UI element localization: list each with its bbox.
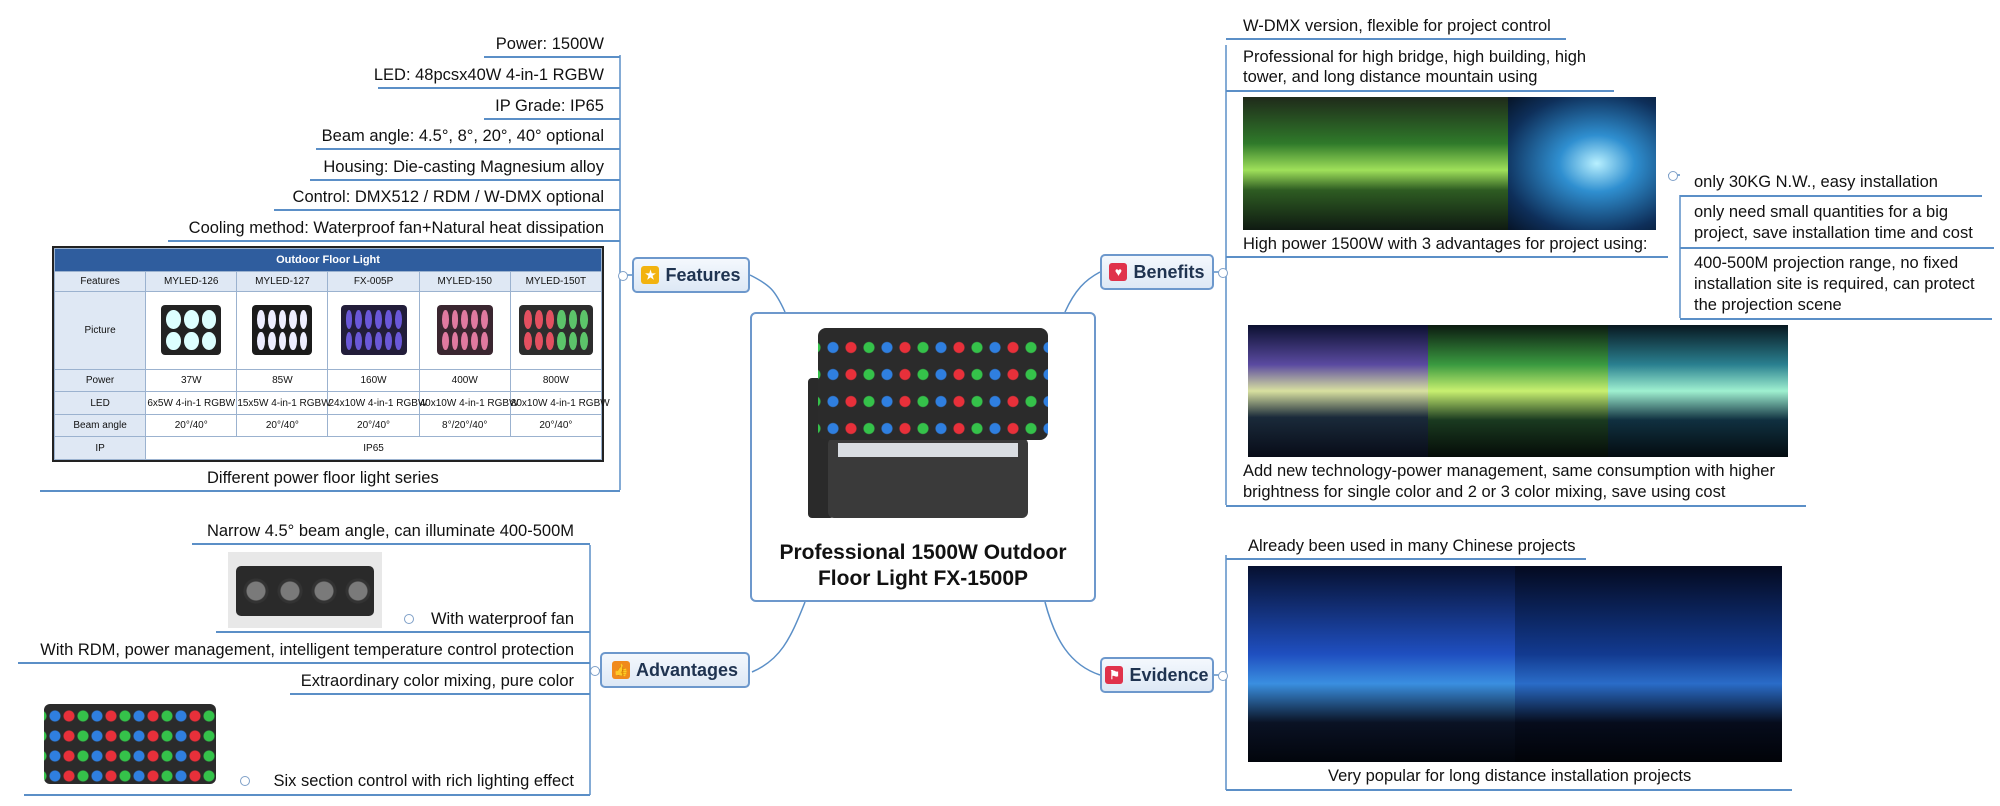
benefit-sub-item: project, save installation time and cost xyxy=(1694,224,1973,242)
benefit-sub-item: 400-500M projection range, no fixed xyxy=(1694,254,1959,272)
table-header-cell: Features xyxy=(53,270,147,293)
table-cell: 20°/40° xyxy=(327,413,420,438)
benefits-label: Benefits xyxy=(1133,261,1205,282)
table-cell: 85W xyxy=(236,368,329,393)
features-node[interactable]: ★ Features xyxy=(632,257,750,293)
feature-item: Control: DMX512 / RDM / W-DMX optional xyxy=(292,188,604,206)
table-cell: 20°/40° xyxy=(145,413,238,438)
table-row-label: Power xyxy=(53,368,147,393)
central-topic[interactable]: Professional 1500W Outdoor Floor Light F… xyxy=(750,312,1096,602)
benefit-item: tower, and long distance mountain using xyxy=(1243,68,1538,86)
table-row-label: LED xyxy=(53,391,147,415)
thumbs-up-icon: 👍 xyxy=(611,661,630,679)
table-row-label: Picture xyxy=(53,291,147,370)
fan-collapse-toggle[interactable] xyxy=(404,614,414,624)
evidence-item: Already been used in many Chinese projec… xyxy=(1248,537,1576,555)
benefit-sub-item: only need small quantities for a big xyxy=(1694,203,1949,221)
table-header-cell: MYLED-150 xyxy=(418,270,511,293)
evidence-collapse-toggle[interactable] xyxy=(1218,671,1228,681)
table-header-cell: FX-005P xyxy=(327,270,420,293)
features-label: Features xyxy=(665,264,741,285)
benefit-item: W-DMX version, flexible for project cont… xyxy=(1243,17,1551,35)
feature-item-series: Different power floor light series xyxy=(207,469,439,487)
table-cell: 37W xyxy=(145,368,238,393)
advantage-item: With waterproof fan xyxy=(430,610,574,628)
evidence-node[interactable]: ⚑ Evidence xyxy=(1100,657,1214,693)
benefit-sub-item: installation site is required, can prote… xyxy=(1694,275,1975,293)
six-section-light-image xyxy=(34,704,224,792)
table-cell: 20°/40° xyxy=(509,413,603,438)
benefits-node[interactable]: ♥ Benefits xyxy=(1100,254,1214,290)
table-cell: 20°/40° xyxy=(236,413,329,438)
central-title-line1: Professional 1500W Outdoor xyxy=(779,541,1067,564)
benefit-sub-item: the projection scene xyxy=(1694,296,1842,314)
central-title: Professional 1500W Outdoor Floor Light F… xyxy=(752,540,1094,592)
product-image xyxy=(509,291,603,370)
pavilion-night-photo xyxy=(1248,566,1782,762)
advantage-item: With RDM, power management, intelligent … xyxy=(40,641,574,659)
central-title-line2: Floor Light FX-1500P xyxy=(817,567,1029,590)
floor-light-image xyxy=(798,328,1048,528)
advantage-item: Extraordinary color mixing, pure color xyxy=(300,672,574,690)
feature-item: Beam angle: 4.5°, 8°, 20°, 40° optional xyxy=(321,127,604,145)
table-cell: 15x5W 4-in-1 RGBW xyxy=(236,391,331,415)
product-image xyxy=(418,291,511,370)
benefit-item: Professional for high bridge, high build… xyxy=(1243,48,1587,66)
feature-item: Power: 1500W xyxy=(495,35,604,53)
feature-item: IP Grade: IP65 xyxy=(495,97,604,115)
table-header-cell: MYLED-150T xyxy=(509,270,603,293)
advantage-item: Narrow 4.5° beam angle, can illuminate 4… xyxy=(206,522,574,540)
flag-icon: ⚑ xyxy=(1105,666,1124,684)
waterproof-fan-image xyxy=(228,552,382,628)
table-cell: 40x10W 4-in-1 RGBW xyxy=(418,391,519,415)
table-cell: IP65 xyxy=(145,436,602,460)
floor-light-series-table: Outdoor Floor Light Features MYLED-126 M… xyxy=(52,246,610,462)
feature-item: LED: 48pcsx40W 4-in-1 RGBW xyxy=(373,66,604,84)
table-cell: 400W xyxy=(418,368,511,393)
advantage-item: Six section control with rich lighting e… xyxy=(273,772,574,790)
evidence-item: Very popular for long distance installat… xyxy=(1328,767,1692,785)
table-cell: 800W xyxy=(509,368,603,393)
product-image xyxy=(327,291,420,370)
product-image xyxy=(236,291,329,370)
product-image xyxy=(145,291,238,370)
star-icon: ★ xyxy=(641,266,660,284)
benefit-item: High power 1500W with 3 advantages for p… xyxy=(1243,235,1648,253)
evidence-label: Evidence xyxy=(1129,664,1209,685)
table-title: Outdoor Floor Light xyxy=(54,248,602,272)
six-section-collapse-toggle[interactable] xyxy=(240,776,250,786)
table-header-cell: MYLED-127 xyxy=(236,270,329,293)
table-row-label: Beam angle xyxy=(53,413,147,438)
advantages-label: Advantages xyxy=(635,659,739,680)
benefit-sub-item: only 30KG N.W., easy installation xyxy=(1694,173,1938,191)
benefit-item: Add new technology-power management, sam… xyxy=(1243,462,1775,480)
advantages-node[interactable]: 👍 Advantages xyxy=(600,652,750,688)
bridge-projection-photo xyxy=(1243,97,1656,230)
table-row-label: IP xyxy=(53,436,147,460)
features-collapse-toggle[interactable] xyxy=(618,271,628,281)
benefit-sub-collapse-toggle[interactable] xyxy=(1668,171,1678,181)
table-cell: 24x10W 4-in-1 RGBW xyxy=(327,391,427,415)
feature-item: Cooling method: Waterproof fan+Natural h… xyxy=(188,219,604,237)
mountain-projection-photo xyxy=(1248,325,1788,457)
benefit-item: brightness for single color and 2 or 3 c… xyxy=(1243,483,1726,501)
table-cell: 80x10W 4-in-1 RGBW xyxy=(509,391,610,415)
table-cell: 6x5W 4-in-1 RGBW xyxy=(145,391,238,415)
table-cell: 8°/20°/40° xyxy=(418,413,511,438)
table-header-cell: MYLED-126 xyxy=(145,270,238,293)
benefits-collapse-toggle[interactable] xyxy=(1218,268,1228,278)
feature-item: Housing: Die-casting Magnesium alloy xyxy=(323,158,604,176)
table-cell: 160W xyxy=(327,368,420,393)
heart-icon: ♥ xyxy=(1109,263,1128,281)
advantages-collapse-toggle[interactable] xyxy=(590,666,600,676)
